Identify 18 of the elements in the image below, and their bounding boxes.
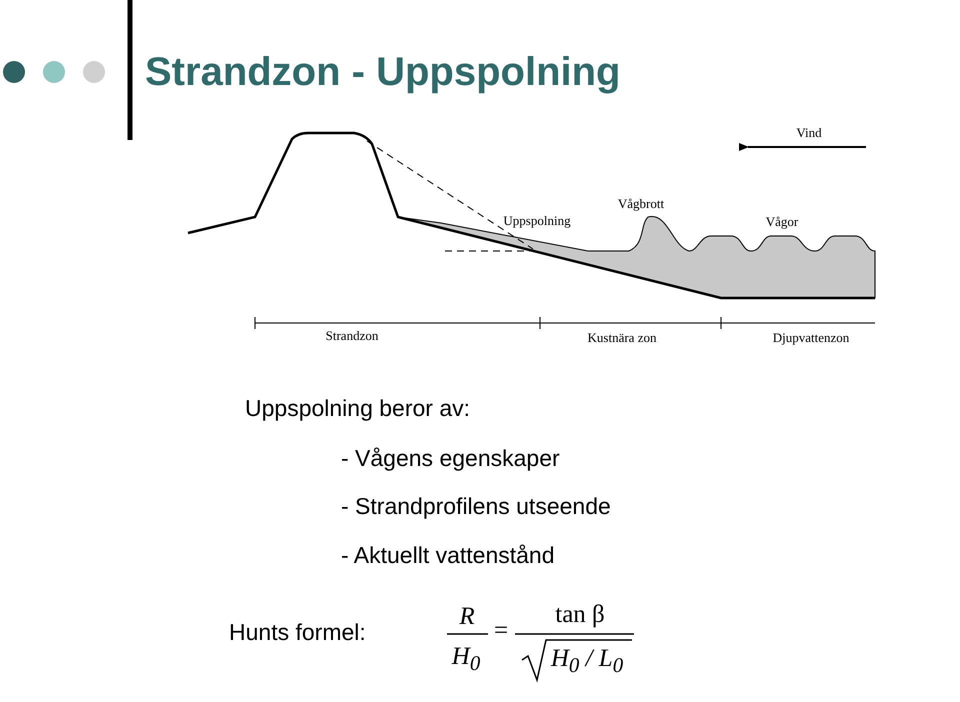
math-expression: H$_{0}$ / L$_{0}$ [550, 645, 624, 677]
math-variable: H$_{0}$ [452, 643, 480, 675]
math-symbol: = [494, 617, 508, 644]
math-expression: tan β [555, 601, 605, 628]
zone-label: Kustnära zon [588, 331, 656, 346]
list-item: - Strandprofilens utseende [341, 494, 611, 520]
formula-label: Hunts formel: [229, 620, 366, 646]
list-item: - Aktuellt vattenstånd [341, 543, 555, 568]
list-heading: Uppspolning beror av: [245, 396, 470, 422]
part-label: Vind [796, 126, 822, 140]
zone-label: Djupvattenzon [772, 331, 850, 346]
slide-title: Strandzon - Uppspolning [145, 50, 620, 94]
part-label: Vågbrott [618, 197, 664, 212]
part-label: Uppspolning [503, 214, 571, 228]
math-variable: R [459, 603, 475, 630]
part-label: Vågor [766, 215, 798, 230]
zone-label: Strandzon [326, 329, 378, 344]
list-item: - Vågens egenskaper [341, 446, 560, 472]
